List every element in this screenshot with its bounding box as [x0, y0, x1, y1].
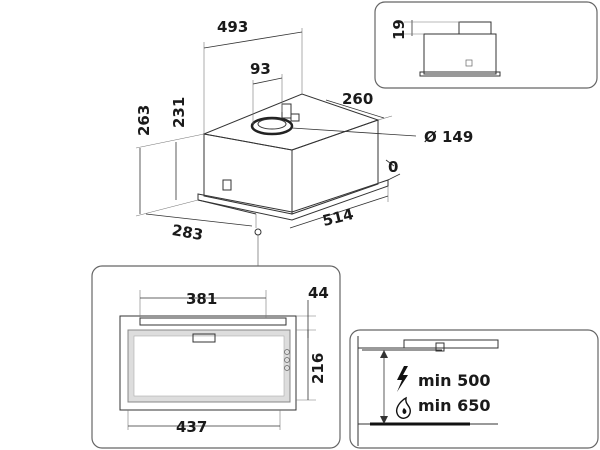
label-231: 231: [170, 97, 188, 128]
label-493: 493: [217, 18, 248, 36]
label-216: 216: [309, 353, 327, 384]
label-93: 93: [250, 60, 271, 78]
lightning-icon: [397, 366, 408, 392]
label-263: 263: [135, 105, 153, 136]
bottom-plate-edge: [197, 199, 257, 215]
cutout-button-icon: [284, 365, 290, 371]
label-19: 19: [390, 19, 408, 40]
hood-front-face: [203, 133, 293, 215]
dim-height-body: 231: [170, 97, 188, 200]
control-knob-icon: [222, 179, 232, 191]
dim-width-total: 493: [203, 18, 303, 134]
cutout-frame: [119, 315, 297, 411]
inset-duct: [458, 21, 492, 35]
inset-clearance: min 500 min 650: [349, 329, 599, 449]
dim-offset-zero: 0: [385, 158, 401, 181]
dim-depth-bottom: 283: [145, 213, 257, 244]
label-437: 437: [176, 418, 207, 436]
inset-cutout-detail: 381 437 44 216: [91, 265, 341, 449]
dim-height-total: 263: [135, 105, 205, 217]
label-381: 381: [186, 290, 217, 308]
dim-duct-offset: 93: [250, 60, 283, 124]
flame-icon: [395, 396, 411, 419]
damper-valve-icon: [281, 103, 300, 122]
label-0: 0: [388, 158, 398, 176]
inset-bottom-plate: [419, 71, 501, 77]
cutout-button-icon: [284, 349, 290, 355]
detail-marker: [254, 228, 262, 236]
dim-depth-top: 260: [325, 90, 393, 121]
label-diameter-149: Ø 149: [424, 128, 473, 146]
cutout-button-icon: [284, 357, 290, 363]
inset-knob-icon: [465, 59, 473, 67]
inset-top-height: 19: [374, 1, 598, 89]
label-514: 514: [321, 205, 356, 230]
duct-collar-icon: [250, 116, 294, 136]
hood-isometric-view: [197, 93, 389, 221]
hood-side-face: [291, 119, 379, 215]
clearance-hood-icon: [403, 339, 499, 349]
cutout-grille-inner: [133, 335, 285, 397]
label-44: 44: [308, 284, 329, 302]
label-260: 260: [342, 90, 373, 108]
cutout-handle-icon: [192, 333, 216, 343]
label-283: 283: [171, 221, 205, 244]
duct-inner: [257, 118, 287, 130]
label-min-500: min 500: [418, 371, 491, 390]
dim-duct-diameter: Ø 149: [291, 127, 473, 146]
cutout-top-plate: [139, 317, 287, 326]
label-min-650: min 650: [418, 396, 491, 415]
